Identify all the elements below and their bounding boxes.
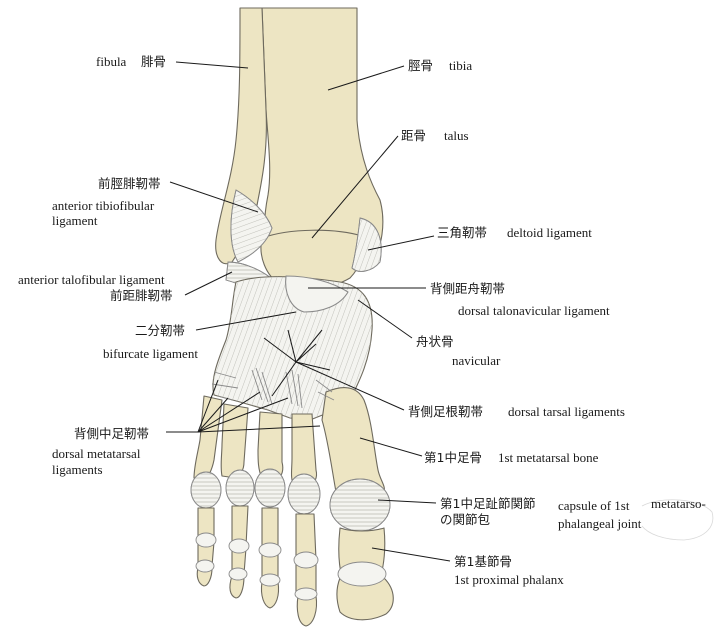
label-ant-talofibular-ja: 前距腓靭帯	[110, 288, 173, 303]
label-tibia-en: tibia	[449, 58, 473, 73]
label-deltoid-en: deltoid ligament	[507, 225, 592, 240]
label-dorsal-tarsal-ja: 背側足根靭帯	[408, 404, 484, 419]
label-dorsal-metatarsal-en-1: dorsal metatarsal	[52, 446, 141, 461]
label-talus-en: talus	[444, 128, 469, 143]
label-proximal-phalanx-en: 1st proximal phalanx	[454, 572, 564, 587]
label-ant-tibiofibular-en-1: anterior tibiofibular	[52, 198, 155, 213]
label-mtp-capsule-ja-1: 第1中足趾節関節	[440, 496, 536, 511]
label-dorsal-tarsal-en: dorsal tarsal ligaments	[508, 404, 625, 419]
label-bifurcate-ja: 二分靭帯	[135, 323, 186, 338]
label-navicular-en: navicular	[452, 353, 501, 368]
label-first-metatarsal-en: 1st metatarsal bone	[498, 450, 599, 465]
label-mtp-capsule-en-1: capsule of 1st	[558, 498, 630, 513]
first-metatarsal-shape	[321, 387, 385, 493]
fibula-shape	[215, 7, 267, 265]
label-dorsal-metatarsal-ja: 背側中足靭帯	[74, 426, 150, 441]
label-dorsal-talonavicular-en: dorsal talonavicular ligament	[458, 303, 610, 318]
label-dorsal-talonavicular-ja: 背側距舟靭帯	[430, 281, 506, 296]
label-ant-tibiofibular-en-2: ligament	[52, 213, 98, 228]
label-navicular-ja: 舟状骨	[416, 334, 454, 349]
label-ant-talofibular-en: anterior talofibular ligament	[18, 272, 165, 287]
label-first-metatarsal-ja: 第1中足骨	[424, 450, 482, 465]
label-mtp-capsule-ja-2: の関節包	[440, 512, 491, 527]
label-tibia-ja: 脛骨	[408, 58, 434, 73]
label-mtp-capsule-en-2: metatarso-	[651, 496, 706, 511]
label-proximal-phalanx-ja: 第1基節骨	[454, 554, 512, 569]
label-mtp-capsule-en-3: phalangeal joint	[558, 516, 642, 531]
label-deltoid-ja: 三角靭帯	[437, 225, 488, 240]
label-talus-ja: 距骨	[401, 128, 427, 143]
talonavicular-ligament-shape	[285, 275, 349, 313]
label-ant-tibiofibular-ja: 前脛腓靭帯	[98, 176, 161, 191]
label-bifurcate-en: bifurcate ligament	[103, 346, 198, 361]
label-dorsal-metatarsal-en-2: ligaments	[52, 462, 103, 477]
label-fibula-ja: 腓骨	[141, 54, 167, 69]
label-fibula-en: fibula	[96, 54, 127, 69]
